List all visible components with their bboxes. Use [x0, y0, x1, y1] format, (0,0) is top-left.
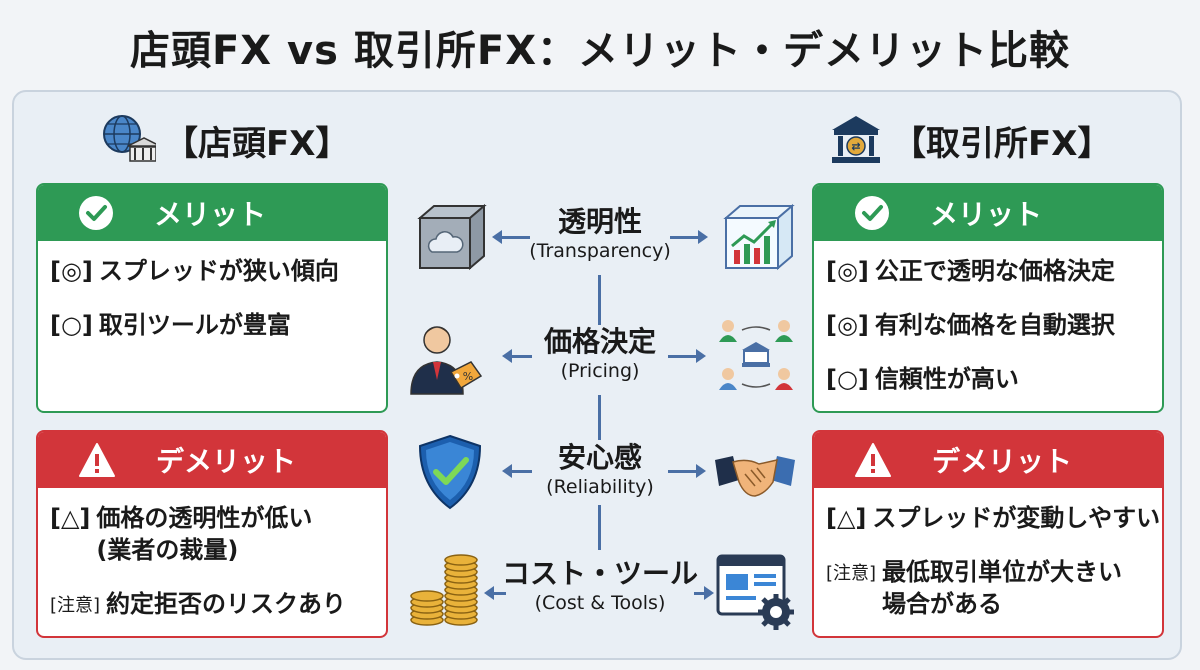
list-item: [注意]最低取引単位が大きい 場合がある: [826, 556, 1162, 620]
rating-mark: [◎]: [50, 257, 93, 285]
list-item: [注意]約定拒否のリスクあり: [50, 588, 386, 622]
exchange-demerit-header: デメリット: [814, 432, 1162, 488]
item-text: 公正で透明な価格決定: [874, 257, 1115, 285]
arrow-right: [670, 230, 708, 244]
check-circle-icon: [79, 196, 113, 230]
warning-icon: [79, 443, 115, 477]
otc-demerit-label: デメリット: [156, 445, 297, 478]
criterion-pricing: 価格決定 (Pricing): [500, 325, 700, 383]
criterion-label: 安心感: [557, 441, 642, 474]
center-connector: [598, 505, 601, 550]
otc-fx-heading-text: 【店頭FX】: [164, 123, 350, 164]
otc-merit-header: メリット: [38, 185, 386, 241]
chart-box-icon: [723, 203, 795, 271]
arrow-left: [502, 464, 532, 478]
svg-text:%: %: [463, 370, 473, 383]
exchange-fx-heading: ⇄ 【取引所FX】: [828, 112, 1111, 168]
coin-stack-icon: [410, 554, 478, 626]
svg-text:⇄: ⇄: [851, 140, 860, 153]
center-connector: [598, 275, 601, 325]
criterion-label: 価格決定: [543, 325, 656, 358]
caution-mark: [注意]: [826, 563, 877, 584]
otc-fx-heading: 【店頭FX】: [100, 112, 349, 168]
otc-demerit-box: デメリット [△]価格の透明性が低い (業者の裁量) [注意]約定拒否のリスクあ…: [36, 430, 388, 638]
criterion-cost-tools: コスト・ツール (Cost & Tools): [500, 557, 700, 615]
exchange-merit-label: メリット: [930, 198, 1043, 231]
arrow-left: [492, 230, 530, 244]
caution-mark: [注意]: [50, 595, 101, 616]
criterion-sublabel: (Transparency): [529, 240, 671, 262]
exchange-demerit-label: デメリット: [932, 445, 1073, 478]
rating-mark: [○]: [826, 365, 869, 393]
page-title: 店頭FX vs 取引所FX：メリット・デメリット比較: [129, 28, 1071, 74]
center-connector: [598, 395, 601, 440]
item-text: 価格の透明性が低い (業者の裁量): [96, 504, 313, 564]
criterion-label: コスト・ツール: [501, 557, 698, 590]
exchange-demerit-box: デメリット [△]スプレッドが変動しやすい [注意]最低取引単位が大きい 場合が…: [812, 430, 1164, 638]
criterion-sublabel: (Pricing): [560, 360, 640, 382]
exchange-merit-box: メリット [◎]公正で透明な価格決定 [◎]有利な価格を自動選択 [○]信頼性が…: [812, 183, 1164, 413]
item-text: 有利な価格を自動選択: [874, 311, 1115, 339]
criterion-label: 透明性: [557, 205, 642, 238]
list-item: [△]価格の透明性が低い (業者の裁量): [50, 502, 386, 566]
item-text: スプレッドが変動しやすい: [872, 504, 1161, 532]
criterion-sublabel: (Reliability): [546, 476, 654, 498]
list-item: [◎]スプレッドが狭い傾向: [50, 255, 386, 287]
criterion-sublabel: (Cost & Tools): [534, 592, 666, 614]
item-text: 取引ツールが豊富: [98, 311, 291, 339]
list-item: [◎]公正で透明な価格決定: [826, 255, 1162, 287]
rating-mark: [△]: [50, 504, 91, 532]
rating-mark: [◎]: [826, 257, 869, 285]
item-text: 約定拒否のリスクあり: [106, 590, 347, 618]
arrow-right: [668, 464, 706, 478]
exchange-fx-heading-text: 【取引所FX】: [892, 123, 1112, 164]
list-item: [◎]有利な価格を自動選択: [826, 309, 1162, 341]
bank-icon: ⇄: [832, 116, 880, 163]
cloudy-box-icon: [417, 203, 487, 271]
warning-icon: [855, 443, 891, 477]
list-item: [○]取引ツールが豊富: [50, 309, 386, 341]
rating-mark: [◎]: [826, 311, 869, 339]
otc-demerit-header: デメリット: [38, 432, 386, 488]
otc-merit-box: メリット [◎]スプレッドが狭い傾向 [○]取引ツールが豊富: [36, 183, 388, 413]
exchange-network-icon: [719, 320, 793, 390]
item-text: スプレッドが狭い傾向: [98, 257, 339, 285]
arrow-left: [502, 349, 532, 363]
list-item: [○]信頼性が高い: [826, 363, 1162, 395]
exchange-merit-header: メリット: [814, 185, 1162, 241]
rating-mark: [○]: [50, 311, 93, 339]
arrow-right: [694, 586, 714, 600]
otc-merit-label: メリット: [154, 198, 267, 231]
criterion-reliability: 安心感 (Reliability): [500, 441, 700, 499]
globe-bank-icon: [103, 115, 156, 162]
dealer-price-tag-icon: %: [410, 326, 483, 395]
list-item: [△]スプレッドが変動しやすい: [826, 502, 1162, 534]
rating-mark: [△]: [826, 504, 867, 532]
item-text: 信頼性が高い: [874, 365, 1019, 393]
arrow-right: [668, 349, 706, 363]
item-text: 最低取引単位が大きい 場合がある: [882, 558, 1123, 618]
tools-window-icon: [716, 554, 794, 630]
shield-check-icon: [418, 434, 482, 510]
criterion-transparency: 透明性 (Transparency): [500, 205, 700, 263]
handshake-icon: [715, 456, 795, 497]
check-circle-icon: [855, 196, 889, 230]
arrow-left: [484, 586, 506, 600]
